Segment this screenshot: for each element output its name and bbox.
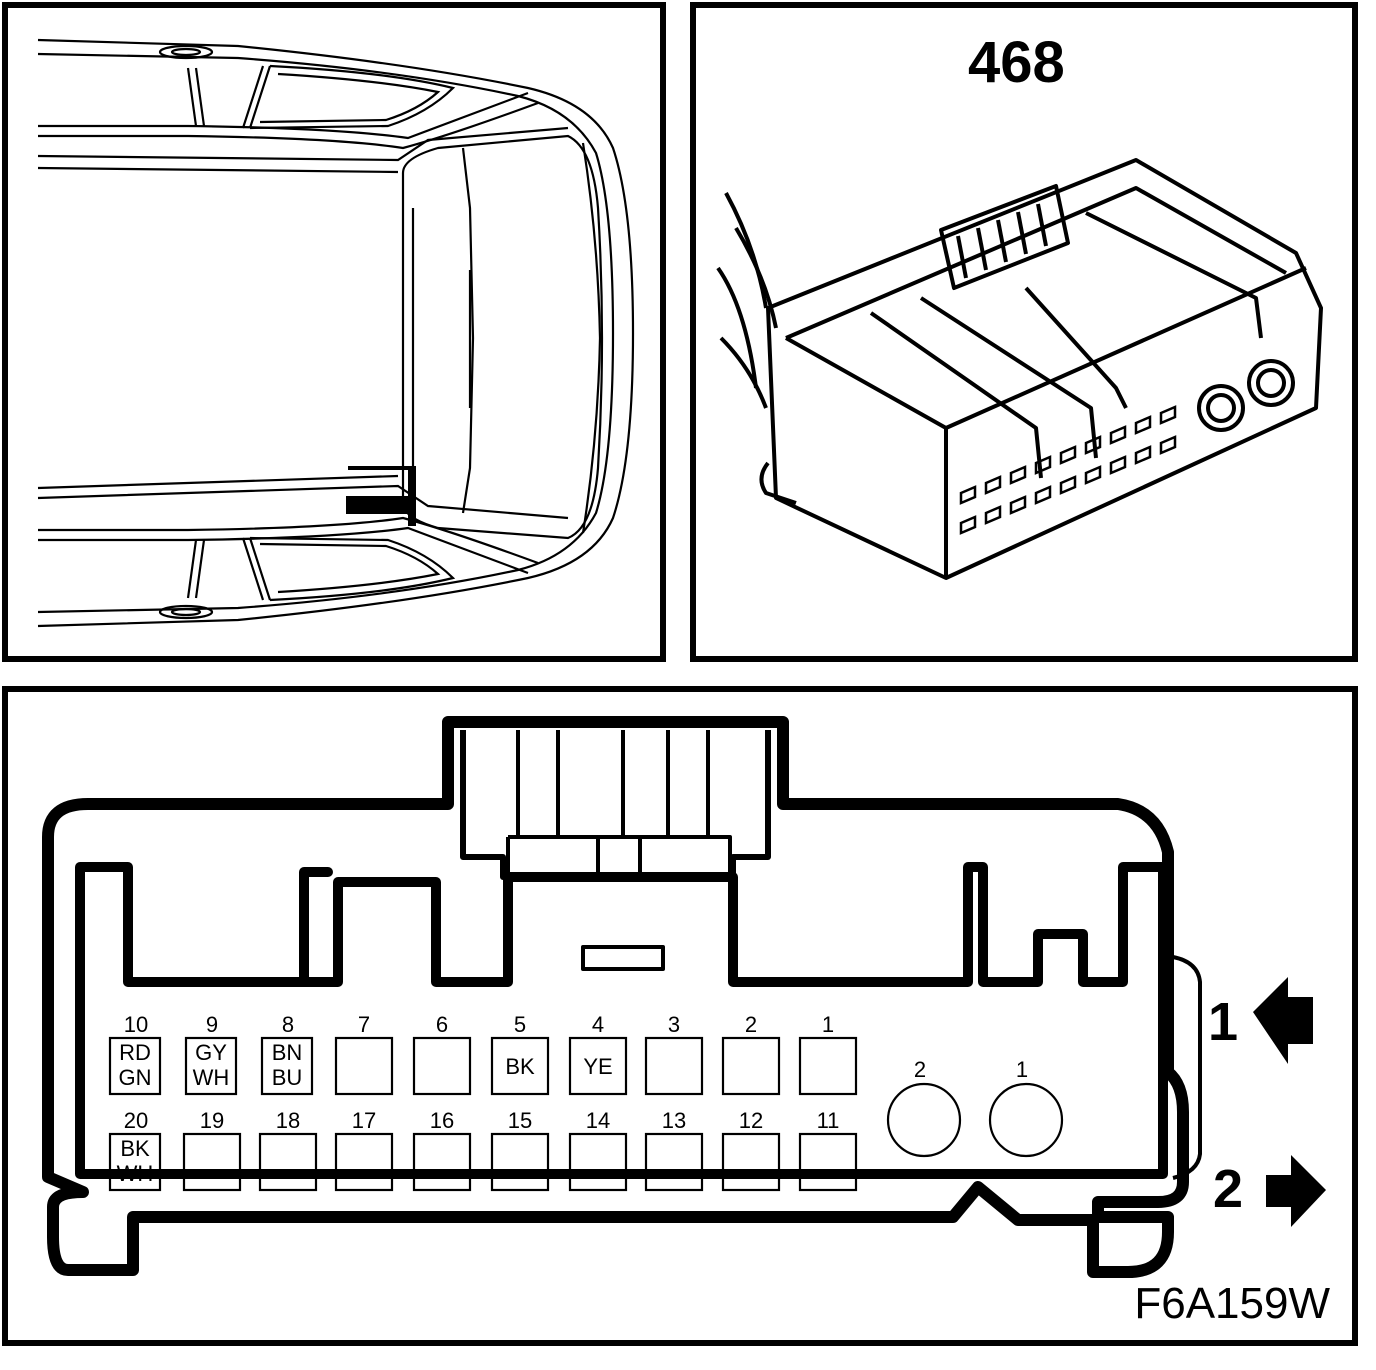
pin-box (490, 1036, 550, 1096)
pin-cavity: 15 (490, 1108, 550, 1192)
pin-number: 5 (514, 1012, 526, 1037)
wire-color-label: RD (119, 1040, 151, 1065)
pin-number: 17 (352, 1108, 376, 1133)
pin-number: 1 (1016, 1057, 1028, 1082)
pin-number: 2 (914, 1057, 926, 1082)
connector-id: 468 (968, 30, 1065, 95)
pin-box (412, 1132, 472, 1192)
vehicle-location-panel (2, 2, 666, 662)
pin-box (334, 1036, 394, 1096)
view-1-marker: 1 (1208, 977, 1313, 1064)
pin-box (721, 1132, 781, 1192)
pin-cavity: 4YE (568, 1012, 628, 1096)
pin-number: 20 (124, 1108, 148, 1133)
pin-number: 7 (358, 1012, 370, 1037)
pin-number: 13 (662, 1108, 686, 1133)
pin-number: 14 (586, 1108, 610, 1133)
pin-number: 3 (668, 1012, 680, 1037)
round-pin-circle (886, 1082, 962, 1158)
connector-location-marker (346, 466, 416, 526)
pin-cavity: 13 (644, 1108, 704, 1192)
pin-number: 10 (124, 1012, 148, 1037)
pin-number: 16 (430, 1108, 454, 1133)
wire-color-label: WH (193, 1065, 230, 1090)
pin-cavity: 16 (412, 1108, 472, 1192)
pin-box (798, 1132, 858, 1192)
pin-box (798, 1036, 858, 1096)
pin-box (108, 1036, 162, 1096)
pin-box (412, 1036, 472, 1096)
pin-number: 19 (200, 1108, 224, 1133)
view-2-marker: 2 (1213, 1155, 1326, 1227)
arrow-right-icon (1266, 1155, 1326, 1227)
pin-box (568, 1036, 628, 1096)
arrow-left-icon (1253, 977, 1313, 1064)
wire-color-label: BK (120, 1136, 150, 1161)
pin-cavity: 14 (568, 1108, 628, 1192)
view-label-2: 2 (1213, 1159, 1243, 1219)
connector-3d-panel: 468 (690, 2, 1358, 662)
pin-number: 15 (508, 1108, 532, 1133)
pin-box (334, 1132, 394, 1192)
pin-cavity: 5BK (490, 1012, 550, 1096)
pin-box (568, 1132, 628, 1192)
pin-cavity: 2 (721, 1012, 781, 1096)
pin-box (108, 1132, 162, 1192)
round-pin-cavity: 1 (988, 1057, 1064, 1158)
pin-cavity: 6 (412, 1012, 472, 1096)
pin-box (644, 1132, 704, 1192)
connector-3d-illustration (716, 158, 1323, 580)
pin-cavity: 11 (798, 1108, 858, 1192)
pin-cavity: 19 (182, 1108, 242, 1192)
wire-color-label: YE (583, 1054, 612, 1079)
pin-number: 8 (282, 1012, 294, 1037)
pin-number: 12 (739, 1108, 763, 1133)
view-label-1: 1 (1208, 992, 1238, 1052)
pin-cavity: 17 (334, 1108, 394, 1192)
pin-number: 1 (822, 1012, 834, 1037)
pin-cavity: 18 (258, 1108, 318, 1192)
pin-cavity: 1 (798, 1012, 858, 1096)
pin-cavity: 12 (721, 1108, 781, 1192)
pin-number: 11 (817, 1108, 840, 1133)
pin-cavity: 3 (644, 1012, 704, 1096)
pin-box (182, 1132, 242, 1192)
pin-box (490, 1132, 550, 1192)
pin-box (258, 1132, 318, 1192)
round-pin-cavity: 2 (886, 1057, 962, 1158)
wire-color-label: GN (119, 1065, 152, 1090)
wire-color-label: BN (272, 1040, 303, 1065)
pin-cavity: 7 (334, 1012, 394, 1096)
pin-box (644, 1036, 704, 1096)
pin-box (184, 1036, 238, 1096)
pin-number: 9 (206, 1012, 218, 1037)
pin-box (260, 1036, 314, 1096)
figure-code: F6A159W (1134, 1279, 1330, 1328)
pin-number: 2 (745, 1012, 757, 1037)
vehicle-top-view (37, 38, 635, 628)
pin-number: 18 (276, 1108, 300, 1133)
pin-number: 4 (592, 1012, 604, 1037)
wire-color-label: GY (195, 1040, 227, 1065)
wire-color-label: BU (272, 1065, 303, 1090)
wire-color-label: WH (117, 1161, 154, 1186)
wire-color-label: BK (505, 1054, 535, 1079)
pin-number: 6 (436, 1012, 448, 1037)
pin-box (721, 1036, 781, 1096)
round-pin-circle (988, 1082, 1064, 1158)
